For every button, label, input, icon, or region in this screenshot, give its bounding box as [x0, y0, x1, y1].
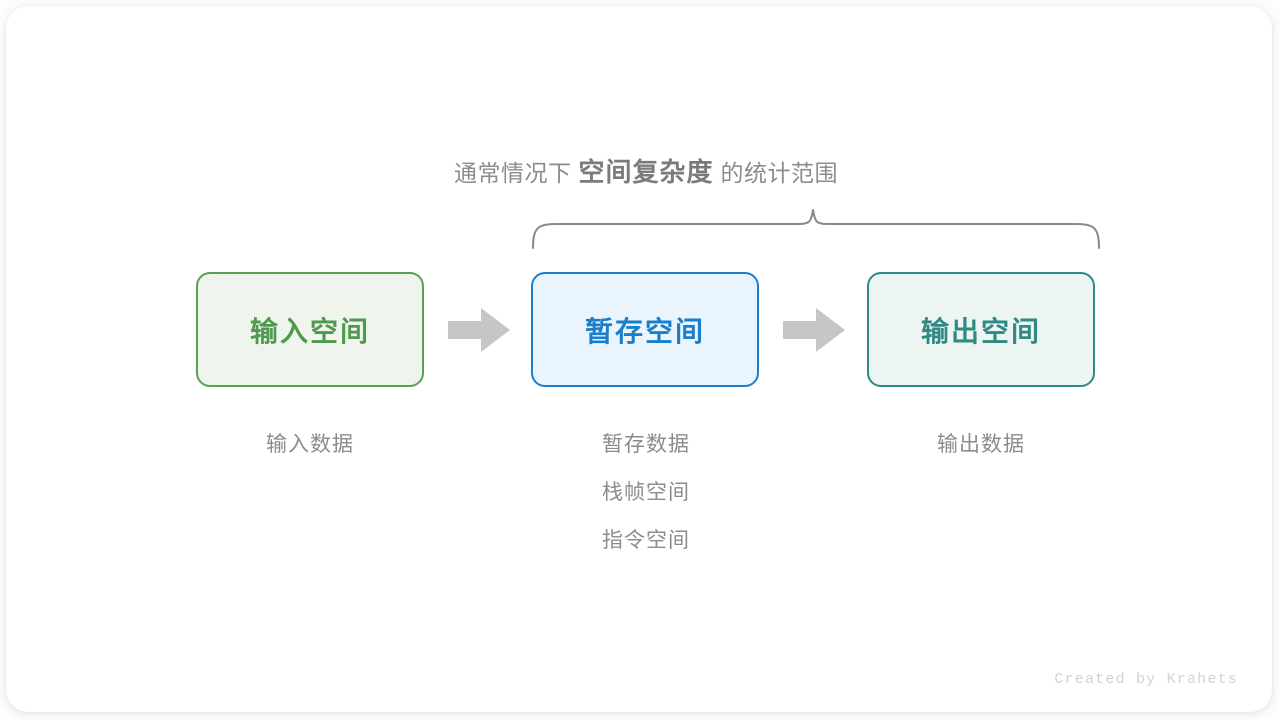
box-output-space-label: 输出空间: [920, 315, 1041, 347]
box-temp-space-label: 暂存空间: [584, 315, 705, 347]
page-title: 通常情况下空间复杂度的统计范围: [6, 154, 1272, 191]
title-emphasis: 空间复杂度: [578, 157, 714, 187]
box-input-space-label: 输入空间: [249, 315, 370, 347]
box-temp-space[interactable]: 暂存空间: [531, 272, 759, 387]
caption-line: 暂存数据: [602, 433, 690, 456]
title-prefix: 通常情况下: [453, 160, 572, 186]
slide-card: 通常情况下空间复杂度的统计范围 输入空间 暂存空间 输出空间 输入数据 暂存数据: [6, 6, 1272, 712]
box-output-space[interactable]: 输出空间: [867, 272, 1095, 387]
scope-brace: [532, 209, 1100, 249]
caption-line: 输入数据: [266, 433, 354, 456]
caption-temp: 暂存数据 栈帧空间 指令空间: [496, 421, 796, 565]
title-suffix: 的统计范围: [720, 160, 838, 186]
arrow-right-icon-input-to-temp: [448, 308, 510, 352]
caption-line: 输出数据: [937, 433, 1025, 456]
caption-input: 输入数据: [160, 421, 460, 469]
caption-line: 栈帧空间: [602, 481, 690, 504]
caption-line: 指令空间: [602, 529, 690, 552]
arrow-right-icon-temp-to-output: [783, 308, 845, 352]
caption-output: 输出数据: [831, 421, 1131, 469]
watermark-credit: Created by Krahets: [1054, 671, 1238, 688]
box-input-space[interactable]: 输入空间: [196, 272, 424, 387]
